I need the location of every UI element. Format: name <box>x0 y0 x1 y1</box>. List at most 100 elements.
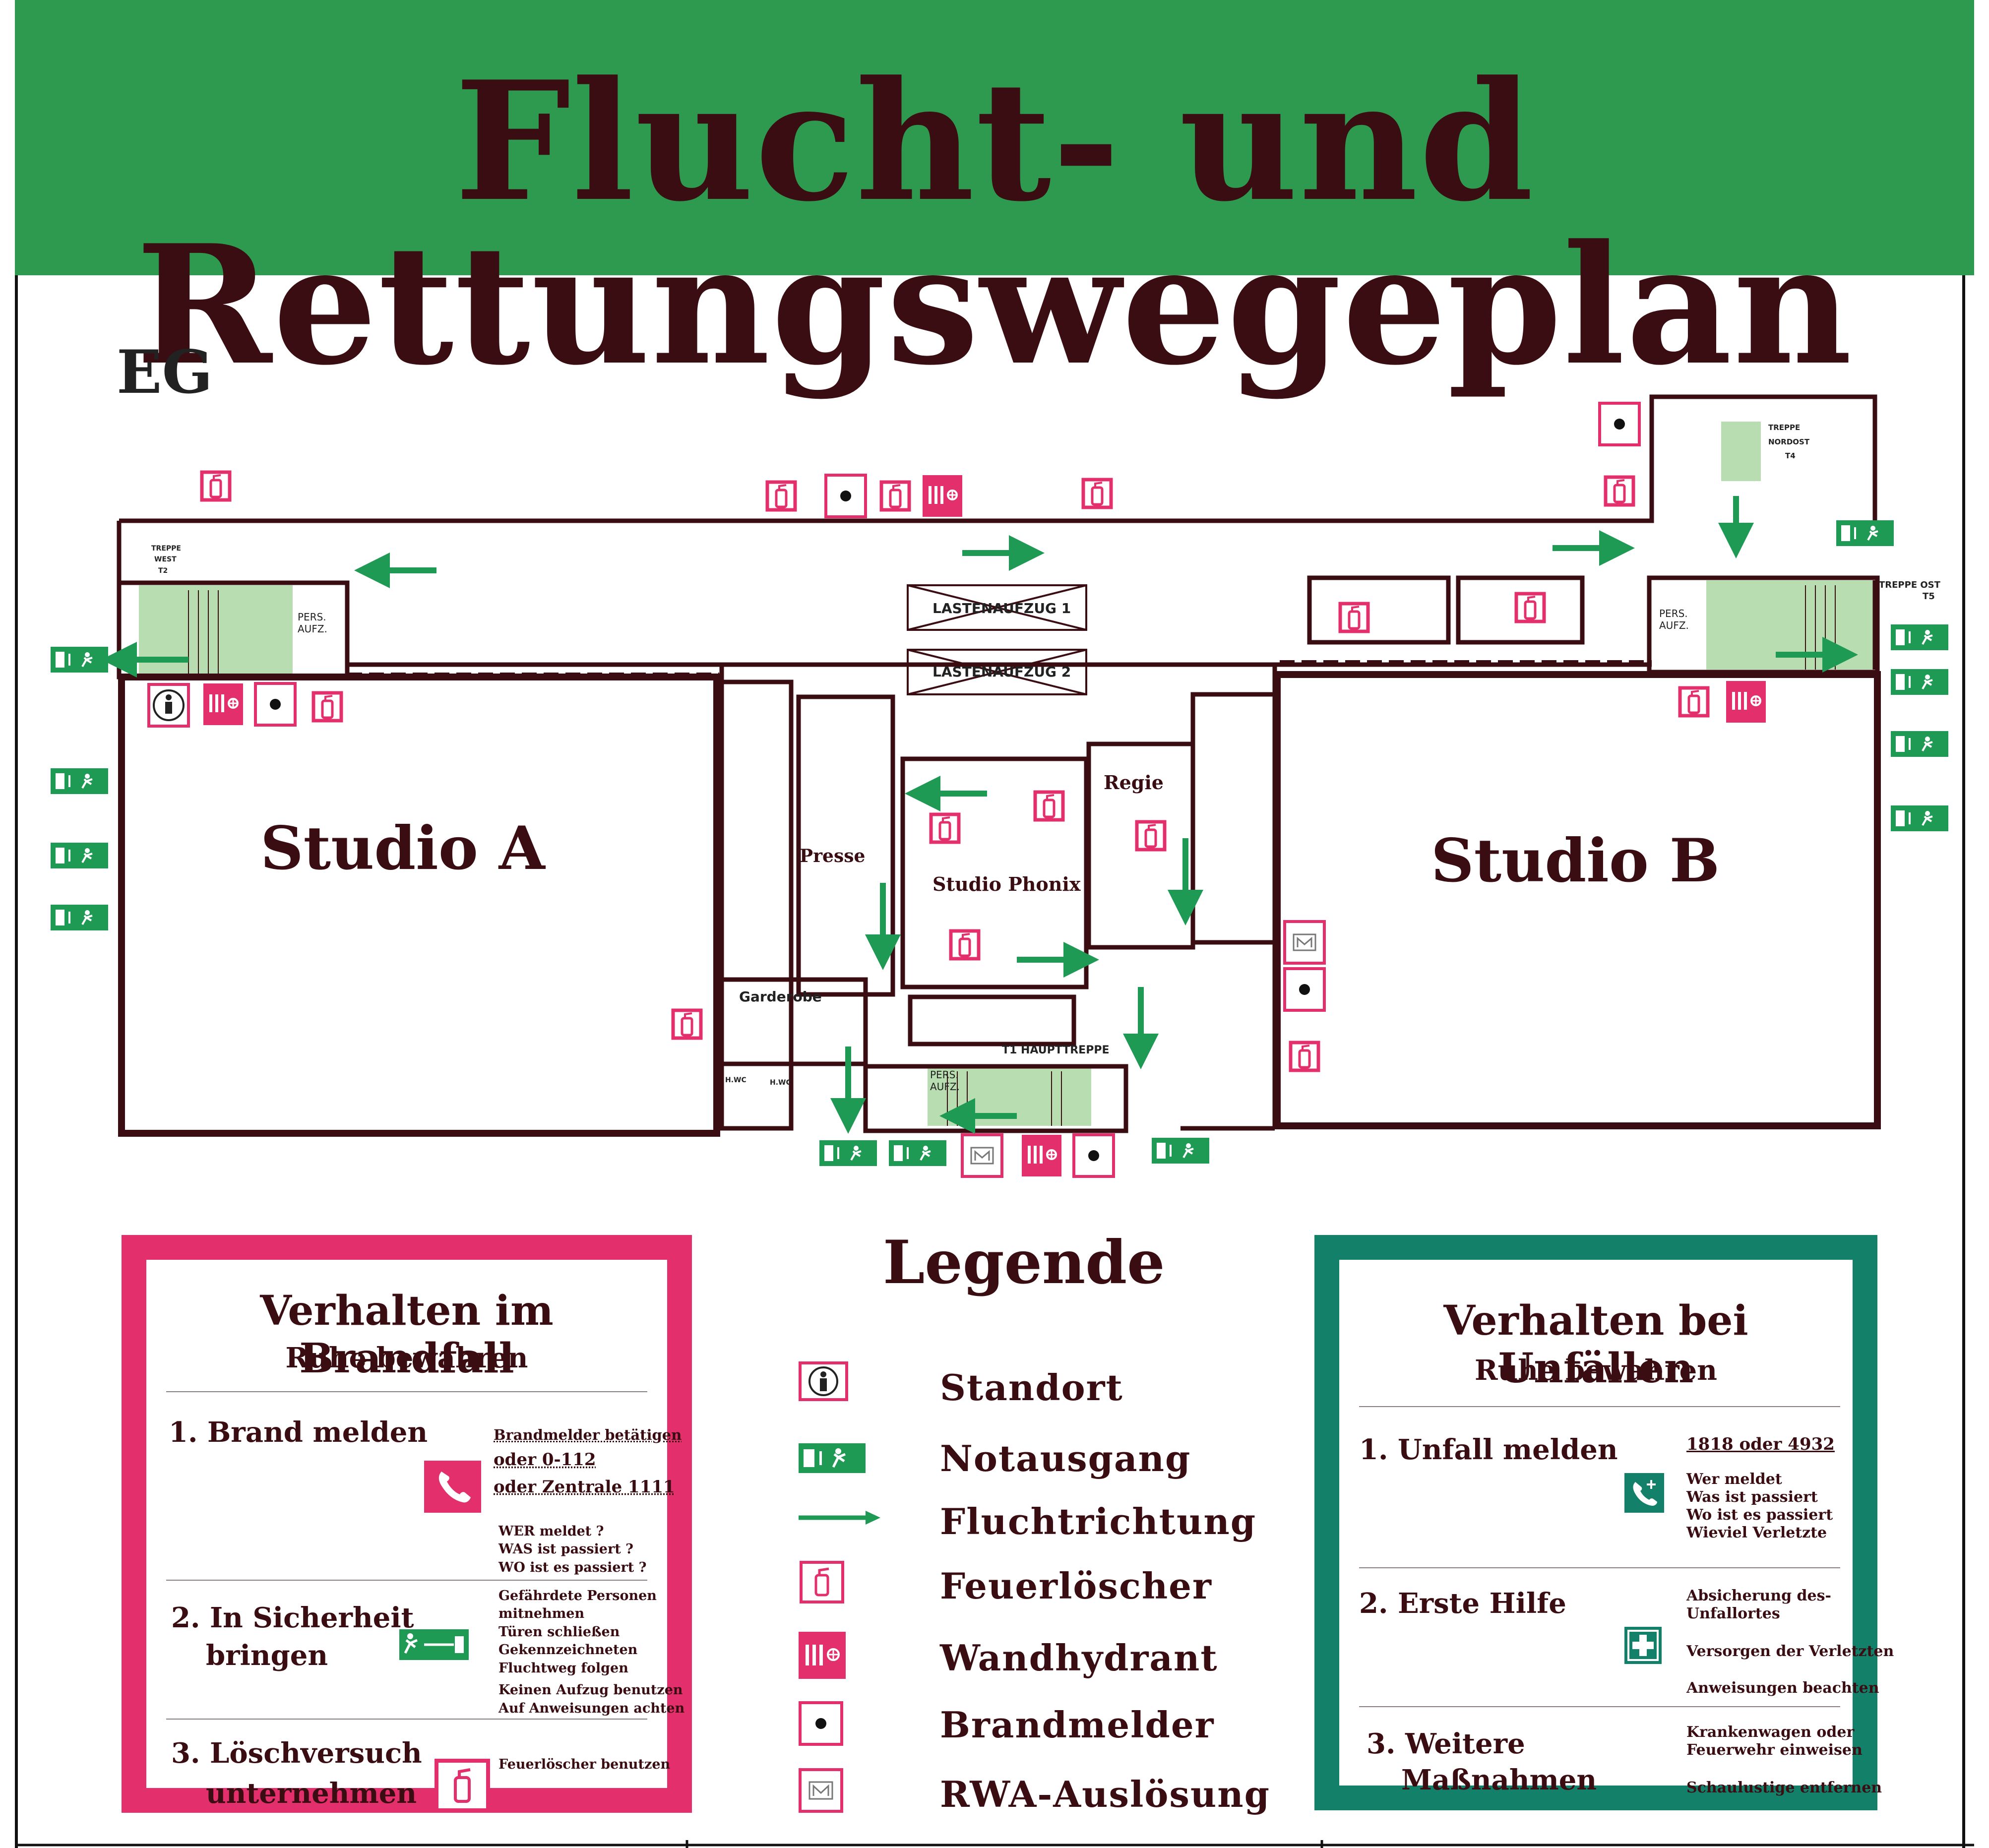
fire-extinguisher-icon <box>767 482 795 510</box>
fire-extinguisher-icon <box>951 931 979 959</box>
corridor-dividers <box>347 660 1652 677</box>
fire-panel-title: Verhalten im Brandfall <box>260 1287 554 1382</box>
emergency-exit-icon <box>50 646 109 674</box>
room-studio-b: Studio B <box>1431 826 1720 896</box>
page-title: Flucht- und Rettungswegeplan <box>135 45 1854 401</box>
emergency-exit-icon <box>399 1629 469 1660</box>
fire-extinguisher-icon <box>1606 477 1633 505</box>
legend-title: Legende <box>883 1228 1165 1297</box>
fire-extinguisher-icon <box>799 1560 846 1604</box>
fire-alarm-icon <box>826 475 866 517</box>
fire-extinguisher-icon <box>1137 822 1165 850</box>
emergency-phone-icon <box>1624 1473 1664 1513</box>
wall-hydrant-icon <box>1021 1134 1062 1177</box>
fire-panel-subtitle: Ruhe bewahren <box>285 1342 528 1374</box>
fire-extinguisher-icon <box>1291 1043 1318 1070</box>
floor-label: EG <box>117 337 213 407</box>
smoke-vent-icon <box>962 1135 1002 1176</box>
escape-arrows <box>101 496 1858 1134</box>
fire-extinguisher-icon <box>881 482 909 510</box>
fire-step-1: 1. Brand melden <box>169 1416 428 1449</box>
first-aid-icon <box>1624 1627 1662 1664</box>
elevator-shafts <box>907 584 1087 695</box>
legend-item-brandmelder: Brandmelder <box>940 1704 1215 1746</box>
fire-extinguishers <box>202 472 1708 1070</box>
fire-step-2: 2. In Sicherheit bringen <box>171 1602 414 1672</box>
wall-hydrant-icon <box>922 474 963 518</box>
room-garderobe: Garderobe <box>739 988 822 1005</box>
header-banner <box>15 0 1974 275</box>
room-pers-aufz-center: PERS.AUFZ. <box>930 1069 960 1093</box>
accident-panel-subtitle: Ruhe bewahren <box>1475 1354 1717 1387</box>
emergency-exit-icon <box>50 767 109 795</box>
fire-alarm-icon <box>255 683 295 725</box>
emergency-exit-icon <box>50 904 109 931</box>
fire-extinguisher-icon <box>313 693 341 721</box>
accident-instructions-panel: Verhalten bei Unfällen Ruhe bewahren 1. … <box>1314 1235 1894 1810</box>
room-studio-phonix: Studio Phonix <box>932 873 1081 895</box>
legend-item-fluchtrichtung: Fluchtrichtung <box>940 1500 1257 1542</box>
accident-step-1-notes: Wer meldet Was ist passiert Wo ist es pa… <box>1686 1471 1833 1541</box>
fire-step-3-note: Feuerlöscher benutzen <box>498 1757 671 1772</box>
room-lastenaufzug-1: LASTENAUFZUG 1 <box>932 600 1071 616</box>
room-studio-a: Studio A <box>260 813 545 883</box>
room-pers-aufz-east: PERS.AUFZ. <box>1659 608 1689 631</box>
accident-step-3-notes: Krankenwagen oder Feuerwehr einweisen Sc… <box>1686 1724 1882 1796</box>
wall-hydrant-icon <box>202 682 244 726</box>
fire-extinguisher-icon <box>931 814 959 842</box>
fire-extinguisher-icon <box>1340 604 1368 631</box>
emergency-exit-icon <box>1890 804 1949 832</box>
poster-frame <box>15 275 1965 1848</box>
accident-step-1-number: 1818 oder 4932 <box>1686 1434 1835 1454</box>
fire-extinguisher-icon <box>1680 688 1708 716</box>
emergency-exit-icon <box>888 1139 947 1167</box>
phone-icon <box>424 1461 481 1513</box>
fire-alarm-icon <box>1600 403 1639 445</box>
fire-extinguisher-icon <box>1516 594 1544 621</box>
fire-alarm-icon <box>1074 1135 1114 1176</box>
fire-step-1-questions: WER meldet ? WAS ist passiert ? WO ist e… <box>498 1524 647 1575</box>
emergency-exit-icon <box>818 1139 878 1167</box>
legend-item-feuerloescher: Feuerlöscher <box>940 1565 1212 1607</box>
fire-step-1-notes: Brandmelder betätigen oder 0-112 oder Ze… <box>494 1426 682 1497</box>
smoke-vent-icon <box>1285 922 1324 963</box>
room-presse: Presse <box>800 846 866 866</box>
room-wc-2: H.WC <box>770 1079 791 1087</box>
room-pers-aufz-west: PERS.AUFZ. <box>298 611 327 635</box>
room-regie: Regie <box>1104 771 1164 794</box>
fire-alarm-icon <box>799 1701 843 1746</box>
fire-step-3: 3. Löschversuch unternehmen <box>171 1737 422 1810</box>
escape-arrow-icon <box>799 1508 883 1528</box>
standort-marker <box>147 683 190 728</box>
fire-extinguisher-icon <box>1035 792 1063 820</box>
stairwell-shading <box>139 422 1875 1126</box>
legend-item-rwa: RWA-Auslösung <box>940 1773 1270 1815</box>
legend-item-wandhydrant: Wandhydrant <box>940 1637 1218 1679</box>
fire-step-2-notes: Gefährdete Personen mitnehmen Türen schl… <box>498 1588 685 1716</box>
room-haupttreppe: T1 HAUPTTREPPE <box>1002 1044 1110 1056</box>
smoke-vent-icon <box>799 1768 843 1813</box>
emergency-exit-icon <box>1890 623 1949 651</box>
emergency-exit-icon <box>1890 668 1949 696</box>
accident-step-3: 3. Weitere Maßnahmen <box>1367 1727 1597 1796</box>
legend-item-standort: Standort <box>940 1366 1123 1409</box>
emergency-exit-icon <box>799 1443 866 1473</box>
fire-extinguisher-icon <box>434 1758 491 1813</box>
fire-extinguisher-icon <box>1083 480 1111 507</box>
room-lastenaufzug-2: LASTENAUFZUG 2 <box>932 664 1071 680</box>
building-walls <box>117 394 1881 1137</box>
standort-icon <box>799 1361 848 1401</box>
wall-hydrant-icon <box>1725 680 1767 724</box>
fire-instructions-panel: Verhalten im Brandfall Ruhe bewahren 1. … <box>122 1235 692 1813</box>
accident-step-2: 2. Erste Hilfe <box>1359 1587 1566 1620</box>
fire-extinguisher-icon <box>673 1010 701 1038</box>
legend-item-notausgang: Notausgang <box>940 1437 1191 1479</box>
emergency-exit-icon <box>1151 1137 1210 1165</box>
emergency-exit-icon <box>1890 730 1949 758</box>
emergency-exit-icon <box>50 842 109 869</box>
emergency-exit-icon <box>1835 519 1895 547</box>
